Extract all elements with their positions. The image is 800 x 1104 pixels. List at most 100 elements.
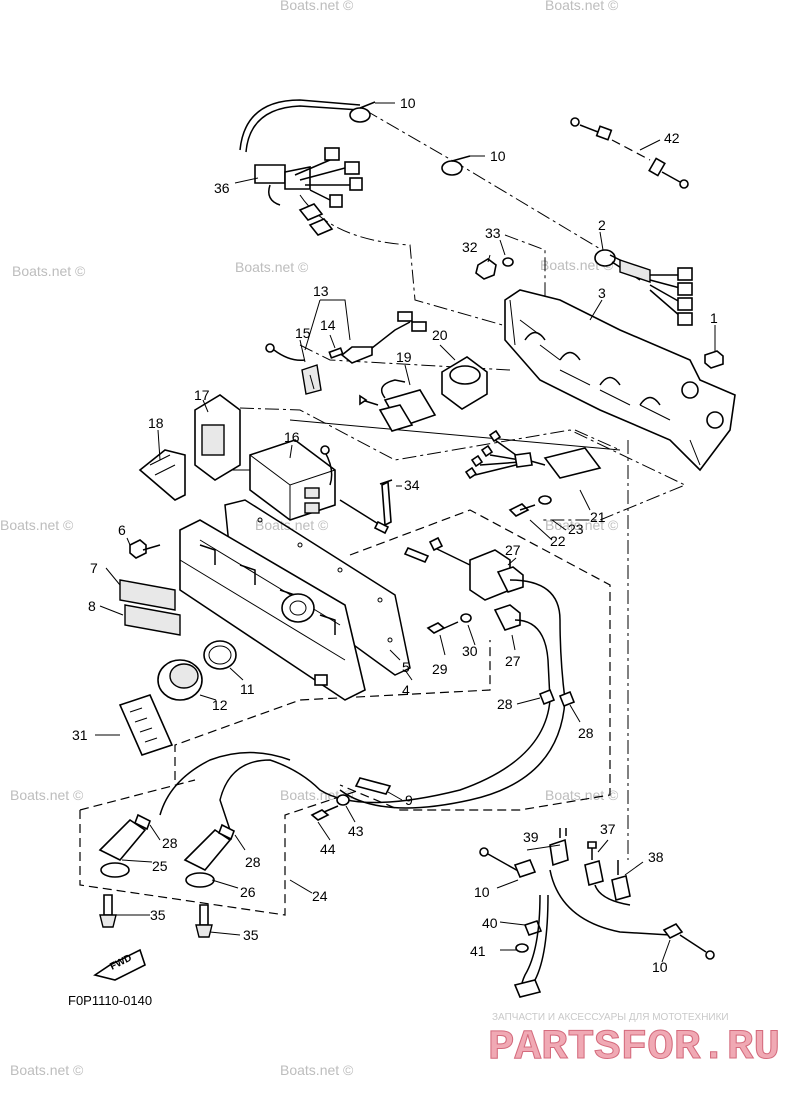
logo-name: PARTSFOR.RU: [488, 1023, 780, 1071]
clip-34: [379, 479, 393, 527]
harness-21: [464, 429, 602, 480]
callout-16: 16: [284, 429, 300, 445]
callout-24: 24: [312, 888, 328, 904]
callout-28: 28: [578, 725, 594, 741]
callout-23: 23: [568, 521, 584, 537]
collar-43: [336, 794, 350, 806]
callout-27: 27: [505, 653, 521, 669]
callout-2: 2: [598, 217, 606, 233]
callout-4: 4: [402, 682, 410, 698]
callout-39: 39: [523, 829, 539, 845]
watermark: Boats.net ©: [280, 0, 354, 13]
callout-31: 31: [72, 727, 88, 743]
callout-15: 15: [295, 325, 311, 341]
watermark: Boats.net ©: [280, 1062, 354, 1078]
bolt-32-washer-33: [475, 257, 514, 280]
watermark: Boats.net ©: [12, 263, 86, 279]
washer-30: [460, 613, 472, 623]
callout-33: 33: [485, 225, 501, 241]
callout-34: 34: [404, 477, 420, 493]
callout-10: 10: [652, 959, 668, 975]
bracket-3: [504, 289, 736, 472]
wire-harness-36: [239, 99, 363, 236]
label-8: [124, 604, 181, 636]
callout-44: 44: [320, 841, 336, 857]
callout-40: 40: [482, 915, 498, 931]
partsfor-logo: ЗАПЧАСТИ И АКСЕССУАРЫ ДЛЯ МОТОТЕХНИКИ PA…: [488, 1012, 781, 1072]
callout-26: 26: [240, 884, 256, 900]
callout-27: 27: [505, 542, 521, 558]
callout-41: 41: [470, 943, 486, 959]
cover-18: [138, 449, 186, 501]
switch-19: [359, 379, 437, 432]
lead-wire-42: [570, 117, 689, 189]
callout-7: 7: [90, 560, 98, 576]
callout-42: 42: [664, 130, 680, 146]
callout-8: 8: [88, 598, 96, 614]
ignition-coil-27: [403, 536, 566, 701]
watermark: Boats.net ©: [10, 1062, 84, 1078]
callout-18: 18: [148, 415, 164, 431]
clamp-10-top: [349, 101, 471, 176]
callout-14: 14: [320, 317, 336, 333]
callout-13: 13: [313, 283, 329, 299]
callout-28: 28: [162, 835, 178, 851]
watermark: Boats.net ©: [280, 787, 354, 803]
drawing-code: F0P1110-0140: [68, 993, 152, 1008]
bolt-1: [704, 350, 724, 369]
oring-11: [203, 640, 237, 670]
plug-cap-26: [183, 823, 236, 888]
callout-29: 29: [432, 661, 448, 677]
dashed-groups: [79, 509, 611, 916]
callout-36: 36: [214, 180, 230, 196]
callout-3: 3: [598, 285, 606, 301]
callout-5: 5: [402, 659, 410, 675]
watermark: Boats.net ©: [545, 787, 619, 803]
fwd-arrow-icon: FWD: [93, 948, 146, 981]
bolt-44: [310, 805, 339, 821]
fuse-box-31: [118, 694, 174, 756]
spark-plug-35a: [99, 894, 117, 928]
callout-10: 10: [400, 95, 416, 111]
callout-38: 38: [648, 849, 664, 865]
callout-6: 6: [118, 522, 126, 538]
bolt-6: [129, 539, 161, 559]
callout-20: 20: [432, 327, 448, 343]
callouts: 10 10 42 36 2 33 32 3 1 13 14 15 20 19 1…: [72, 95, 718, 975]
watermarks: Boats.net © Boats.net © Boats.net © Boat…: [0, 0, 619, 1078]
spark-plug-35b: [195, 904, 213, 938]
leader-lines: [95, 102, 716, 963]
cover-4: [179, 519, 366, 701]
callout-28: 28: [245, 854, 261, 870]
callout-12: 12: [212, 697, 228, 713]
bolt-29: [426, 621, 459, 634]
callout-22: 22: [550, 533, 566, 549]
callout-17: 17: [194, 387, 210, 403]
cap-12: [157, 659, 203, 701]
callout-43: 43: [348, 823, 364, 839]
bolt-22-washer-23: [508, 495, 552, 517]
relay-20: [441, 356, 488, 410]
callout-35: 35: [243, 927, 259, 943]
label-7: [119, 579, 176, 611]
callout-9: 9: [405, 792, 413, 808]
harness-2: [594, 249, 693, 326]
sensor-wire-13: [265, 311, 427, 395]
clip-9: [354, 777, 392, 795]
callout-1: 1: [710, 310, 718, 326]
watermark: Boats.net ©: [235, 259, 309, 275]
callout-35: 35: [150, 907, 166, 923]
callout-25: 25: [152, 858, 168, 874]
callout-37: 37: [600, 821, 616, 837]
callout-21: 21: [590, 509, 606, 525]
callout-19: 19: [396, 349, 412, 365]
logo-caption: ЗАПЧАСТИ И АКСЕССУАРЫ ДЛЯ МОТОТЕХНИКИ: [492, 1012, 729, 1023]
module-16: [249, 439, 390, 535]
battery-leads: [479, 828, 715, 998]
watermark: Boats.net ©: [10, 787, 84, 803]
bracket-17: [194, 394, 241, 481]
callout-32: 32: [462, 239, 478, 255]
watermark: Boats.net ©: [255, 517, 329, 533]
callout-10: 10: [490, 148, 506, 164]
